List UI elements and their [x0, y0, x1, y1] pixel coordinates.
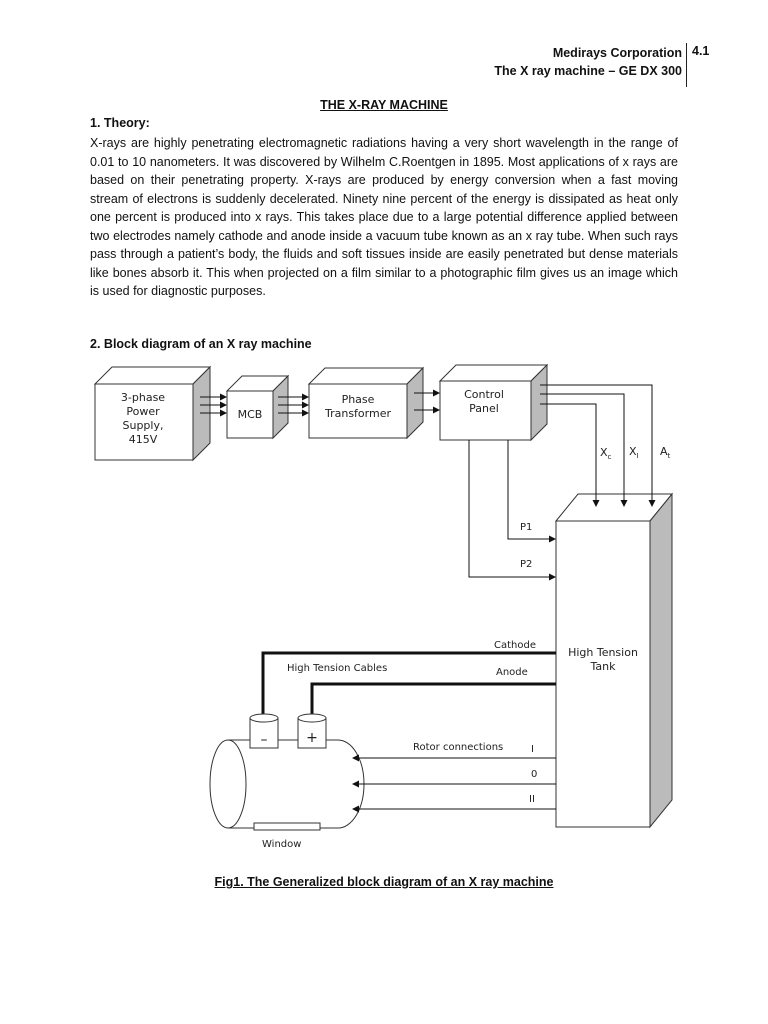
- theory-paragraph: X-rays are highly penetrating electromag…: [90, 136, 678, 298]
- power-supply-label-2: Power: [126, 405, 160, 418]
- phase-transformer-block: Phase Transformer: [307, 366, 425, 440]
- header-divider: [686, 43, 687, 87]
- xc-label: Xc: [600, 446, 612, 461]
- section-1-heading: 1. Theory:: [90, 116, 150, 130]
- figure-caption: Fig1. The Generalized block diagram of a…: [214, 875, 554, 889]
- p1-label: P1: [520, 522, 532, 533]
- power-to-mcb-arrows: [200, 393, 227, 417]
- document-header: Medirays Corporation The X ray machine –…: [494, 44, 682, 80]
- high-tension-tank-block: High Tension Tank: [554, 492, 674, 829]
- power-supply-block: 3-phase Power Supply, 415V: [93, 365, 212, 462]
- power-supply-label-4: 415V: [129, 433, 158, 446]
- control-panel-label-1: Control: [464, 388, 504, 401]
- page-title: THE X-RAY MACHINE: [320, 98, 448, 112]
- ht-tank-label-1: High Tension: [568, 646, 638, 659]
- section-2-title: Block diagram of an X ray machine: [103, 337, 312, 351]
- power-supply-label-3: Supply,: [123, 419, 164, 432]
- window-label: Window: [262, 839, 301, 850]
- transformer-to-control-arrows: [414, 389, 440, 414]
- high-tension-cables: [261, 651, 556, 714]
- p1-p2-lines: [468, 440, 556, 581]
- control-panel-label-2: Panel: [469, 402, 499, 415]
- cathode-terminal-symbol: –: [261, 732, 268, 748]
- mcb-label: MCB: [238, 408, 263, 421]
- cathode-label: Cathode: [494, 640, 536, 651]
- control-panel-block: Control Panel: [438, 363, 549, 442]
- ht-tank-label-2: Tank: [590, 660, 617, 673]
- rotor-connection-lines: [352, 754, 556, 813]
- power-supply-label-1: 3-phase: [121, 391, 165, 404]
- rotor-0-label: 0: [531, 769, 537, 780]
- at-label: At: [660, 445, 671, 460]
- section-2-number: 2.: [90, 337, 101, 351]
- xray-tube: – + Window: [209, 713, 365, 850]
- anode-label: Anode: [496, 667, 528, 678]
- rotor-i-label: I: [531, 744, 534, 755]
- control-to-tank-lines: [540, 384, 656, 507]
- section-2-heading: 2. Block diagram of an X ray machine: [90, 337, 312, 351]
- page-number: 4.1: [692, 44, 710, 58]
- mcb-to-transformer-arrows: [278, 393, 309, 417]
- phase-transformer-label-1: Phase: [342, 393, 375, 406]
- p2-label: P2: [520, 559, 532, 570]
- header-company: Medirays Corporation: [552, 46, 682, 60]
- phase-transformer-label-2: Transformer: [324, 407, 391, 420]
- anode-terminal-symbol: +: [306, 730, 318, 746]
- header-subtitle: The X ray machine – GE DX 300: [494, 64, 682, 78]
- rotor-ii-label: II: [529, 794, 535, 805]
- ht-cables-label: High Tension Cables: [287, 663, 387, 674]
- rotor-connections-label: Rotor connections: [413, 742, 503, 753]
- mcb-block: MCB: [225, 374, 290, 440]
- xi-label: XI: [629, 445, 639, 460]
- section-1-number: 1.: [90, 116, 101, 130]
- section-1-title: Theory:: [103, 116, 150, 130]
